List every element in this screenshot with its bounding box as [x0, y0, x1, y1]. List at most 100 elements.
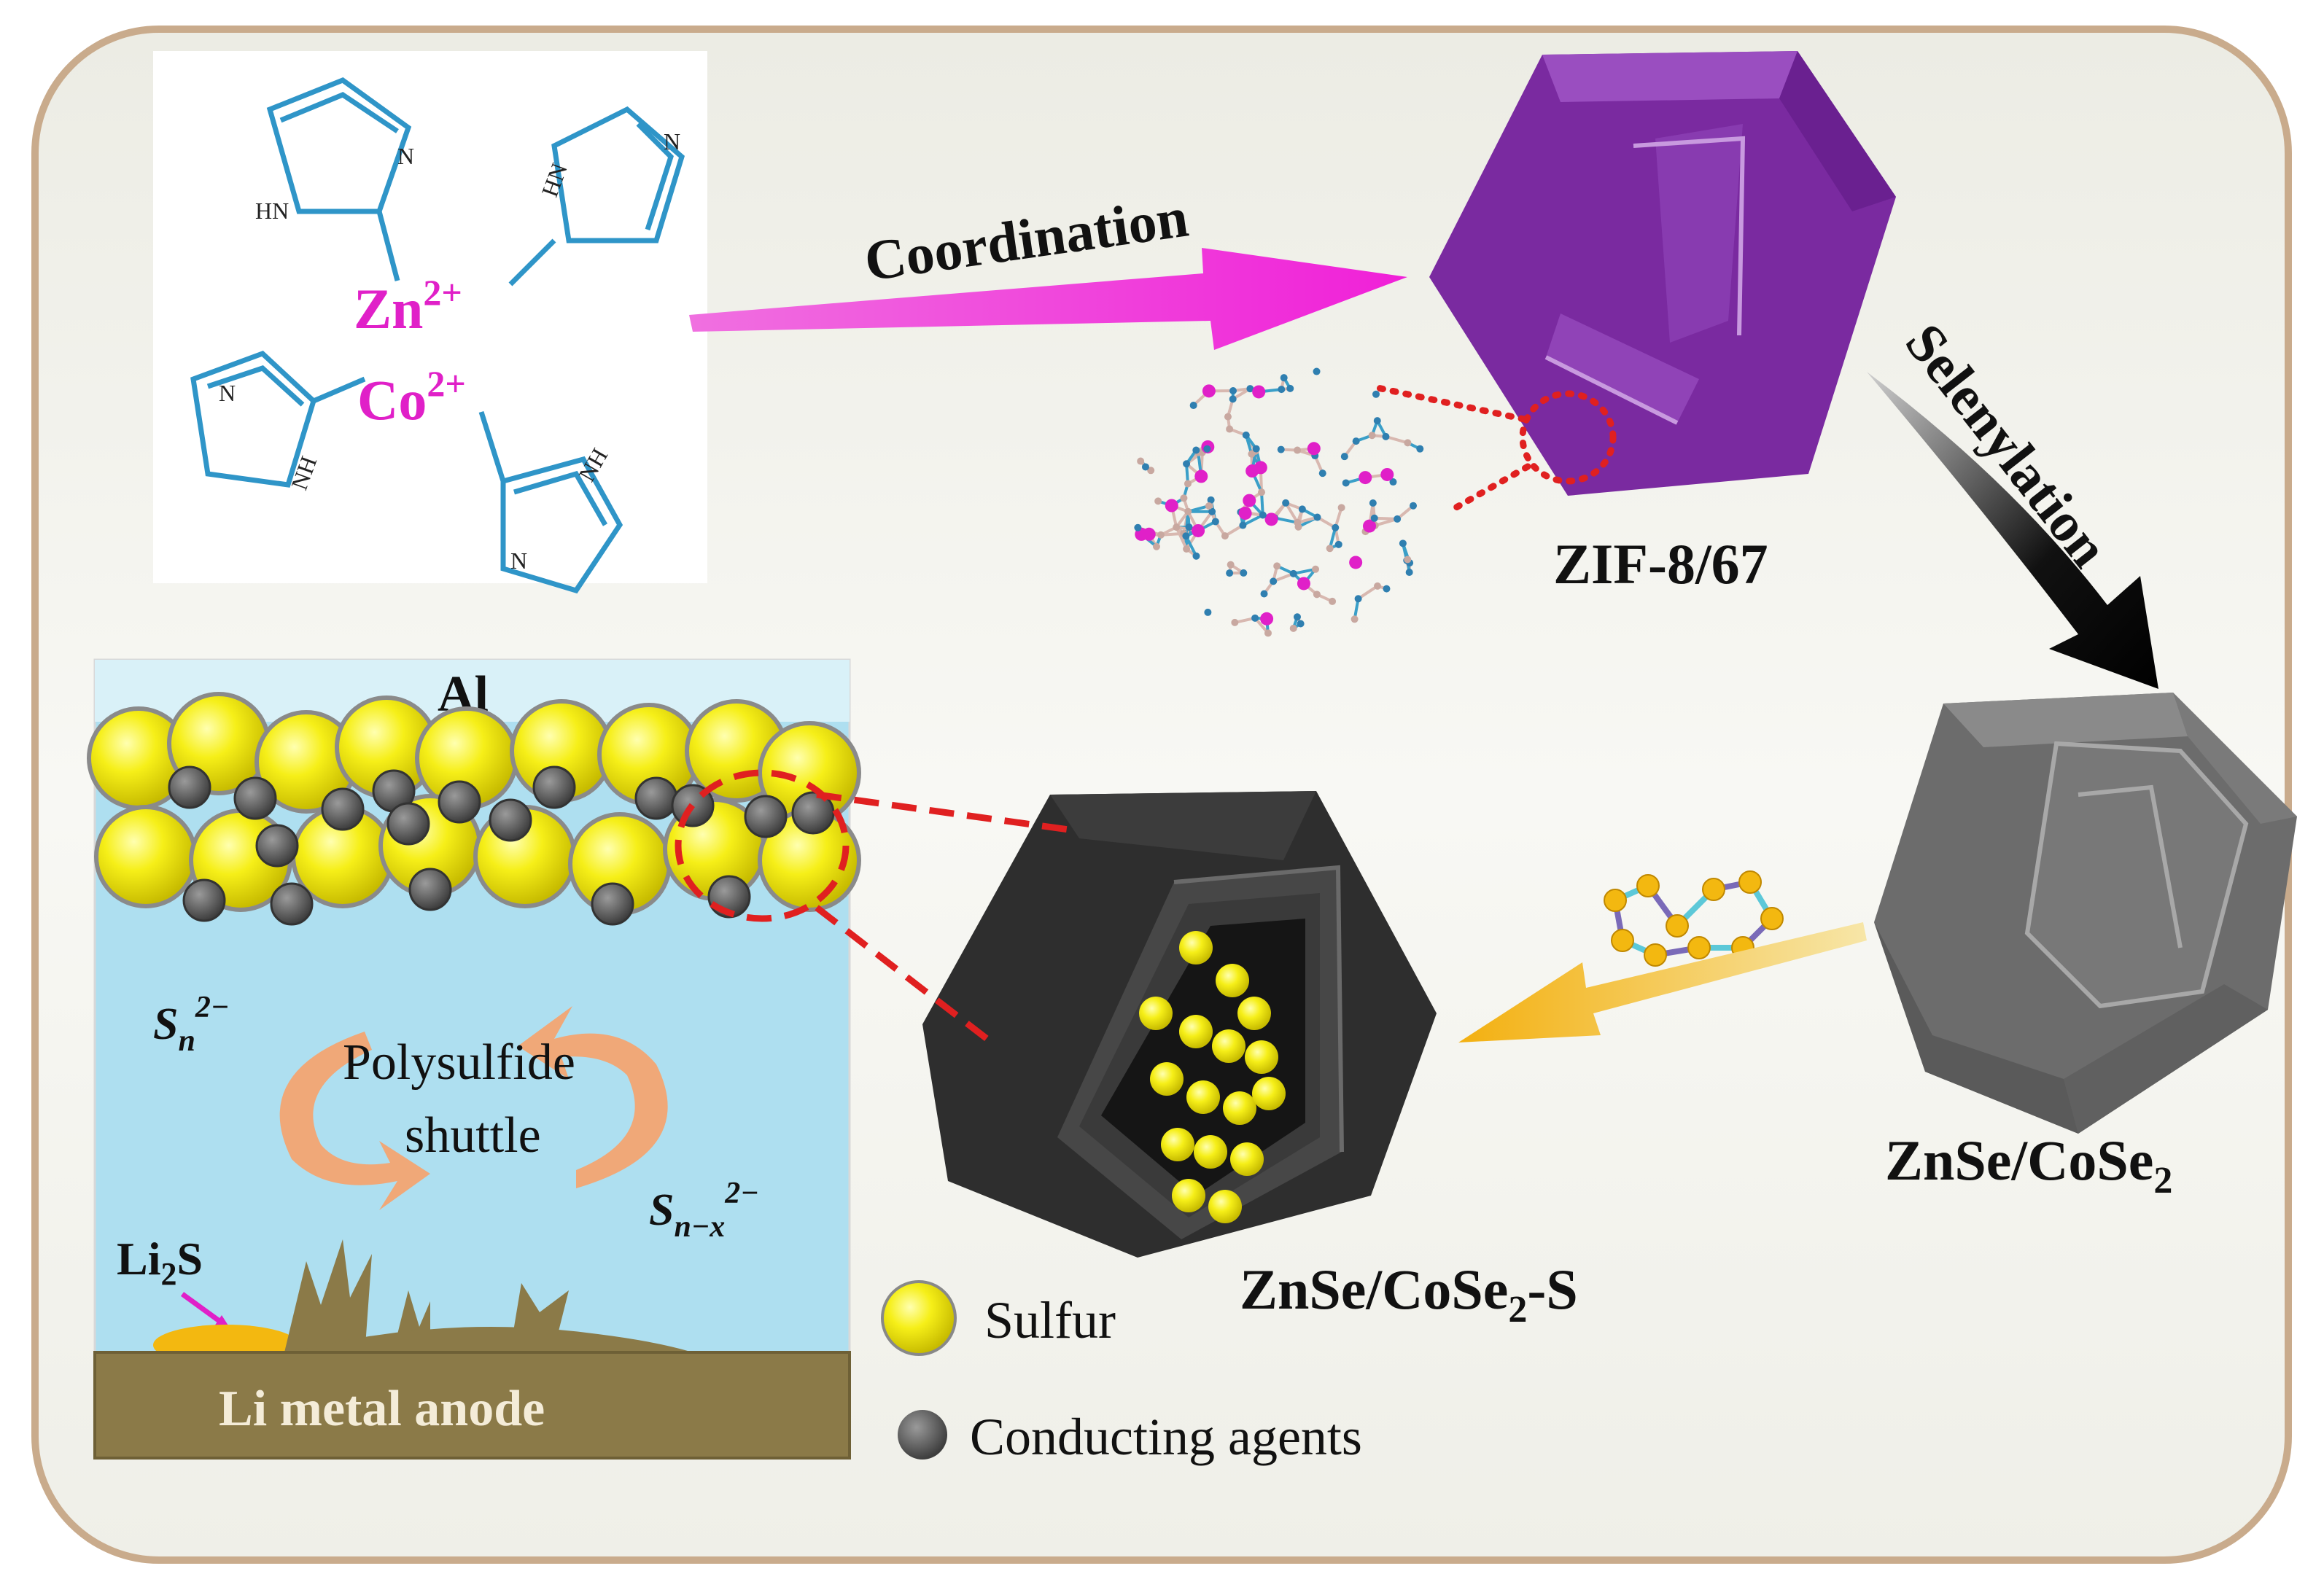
- framework-node: [1182, 532, 1190, 540]
- conducting-particle: [321, 787, 365, 831]
- inner-sulfur-sphere: [1186, 1080, 1220, 1114]
- nh-label-1: HN: [255, 198, 289, 224]
- framework-node: [1141, 463, 1149, 471]
- framework-bond: [1357, 585, 1379, 600]
- conducting-particle: [634, 776, 678, 820]
- framework-node: [1189, 402, 1197, 410]
- framework-node: [1137, 457, 1145, 465]
- framework-node: [1286, 384, 1294, 392]
- framework-node: [1154, 497, 1162, 505]
- framework-node: [1248, 450, 1256, 458]
- framework-node: [1329, 597, 1337, 605]
- zoom-line-top: [816, 791, 1080, 835]
- framework-node: [1342, 479, 1350, 487]
- anode-label: Li metal anode: [219, 1381, 545, 1437]
- framework-node: [1372, 390, 1380, 398]
- framework-node: [1334, 540, 1342, 548]
- s8-atom: [1611, 929, 1634, 952]
- zn-ion-label: Zn2+: [354, 272, 462, 340]
- framework-node: [1224, 413, 1232, 421]
- framework-bond: [1175, 526, 1188, 550]
- framework-node: [1352, 437, 1360, 445]
- framework-node: [1180, 494, 1188, 502]
- framework-node: [1264, 513, 1278, 526]
- framework-node: [1252, 445, 1260, 453]
- framework-node: [1245, 464, 1259, 478]
- framework-node: [1373, 417, 1381, 425]
- s8-atom: [1644, 943, 1667, 967]
- li-metal-anode: [93, 1351, 851, 1460]
- framework-node: [1359, 471, 1372, 485]
- framework-node: [1260, 590, 1268, 598]
- framework-node: [1404, 439, 1412, 447]
- shuttle-line-1: Polysulfide: [343, 1034, 575, 1091]
- zif-zoom-circle: [1519, 390, 1617, 485]
- znse-cose2-label: ZnSe/CoSe2: [1885, 1129, 2172, 1201]
- framework-node: [1313, 513, 1321, 521]
- inner-sulfur-sphere: [1139, 997, 1173, 1030]
- framework-node: [1307, 442, 1321, 456]
- framework-node: [1229, 387, 1237, 395]
- framework-node: [1294, 446, 1302, 454]
- inner-sulfur-sphere: [1212, 1029, 1245, 1063]
- metal-imidazole-precursor: HN N HN N N NH N NH Zn2+ Co2+: [153, 51, 707, 594]
- framework-bond: [1260, 492, 1264, 515]
- inner-sulfur-sphere: [1194, 1135, 1227, 1169]
- framework-node: [1349, 556, 1363, 569]
- framework-node: [1399, 539, 1407, 547]
- framework-node: [1229, 395, 1237, 403]
- s8-atom: [1666, 914, 1689, 938]
- conducting-particle: [408, 868, 452, 911]
- cathode-zoom-circle: [675, 769, 850, 922]
- s8-atom: [1702, 878, 1725, 901]
- cathode-particles: [87, 692, 861, 926]
- framework-node: [1289, 624, 1297, 632]
- framework-node: [1227, 561, 1235, 569]
- framework-node: [1240, 569, 1248, 577]
- framework-node: [1289, 569, 1297, 577]
- inner-sulfur-sphere: [1252, 1077, 1286, 1110]
- s8-atom: [1738, 870, 1762, 894]
- battery-schematic: Al Polysulfide shuttle Sn2− Sn−x2− Li2S …: [87, 658, 1080, 1460]
- framework-node: [1203, 445, 1211, 453]
- framework-node: [1243, 494, 1256, 507]
- framework-node: [1202, 384, 1216, 398]
- framework-node: [1152, 542, 1160, 550]
- framework-node: [1354, 595, 1362, 603]
- framework-node: [1264, 629, 1272, 637]
- li2s-pointer: [180, 1292, 225, 1325]
- sn-polysulfide-label: Sn2−: [153, 991, 229, 1058]
- framework-node: [1208, 507, 1216, 515]
- framework-node: [1363, 519, 1377, 533]
- n-label-4: N: [510, 547, 527, 574]
- framework-node: [1242, 431, 1250, 439]
- n-label-3: N: [219, 380, 236, 406]
- framework-node: [1312, 565, 1320, 573]
- framework-crystal-structure: [1134, 367, 1424, 637]
- framework-node: [1226, 425, 1234, 433]
- framework-node: [1260, 612, 1274, 626]
- snx-polysulfide-label: Sn−x2−: [649, 1177, 759, 1244]
- framework-bond: [1274, 516, 1298, 524]
- framework-bond: [1184, 535, 1198, 557]
- framework-node: [1147, 467, 1155, 475]
- framework-node: [1297, 620, 1305, 628]
- framework-node: [1259, 511, 1267, 519]
- imidazole-rings: [190, 77, 685, 594]
- encapsulated-sulfur-spheres: [1139, 931, 1286, 1223]
- framework-node: [1374, 582, 1382, 590]
- conducting-particle: [182, 878, 226, 922]
- framework-node: [1318, 469, 1326, 478]
- inner-sulfur-sphere: [1179, 1015, 1213, 1048]
- framework-node: [1211, 518, 1219, 526]
- framework-bond: [1284, 502, 1299, 523]
- framework-node: [1313, 367, 1321, 375]
- inner-sulfur-sphere: [1172, 1179, 1205, 1212]
- legend-sulfur-label: Sulfur: [984, 1291, 1116, 1349]
- framework-node: [1270, 577, 1278, 585]
- shuttle-arrow-right: [518, 1006, 668, 1188]
- framework-node: [1252, 385, 1266, 399]
- framework-node: [1184, 480, 1192, 488]
- framework-node: [1238, 506, 1252, 520]
- conducting-particle: [386, 802, 430, 846]
